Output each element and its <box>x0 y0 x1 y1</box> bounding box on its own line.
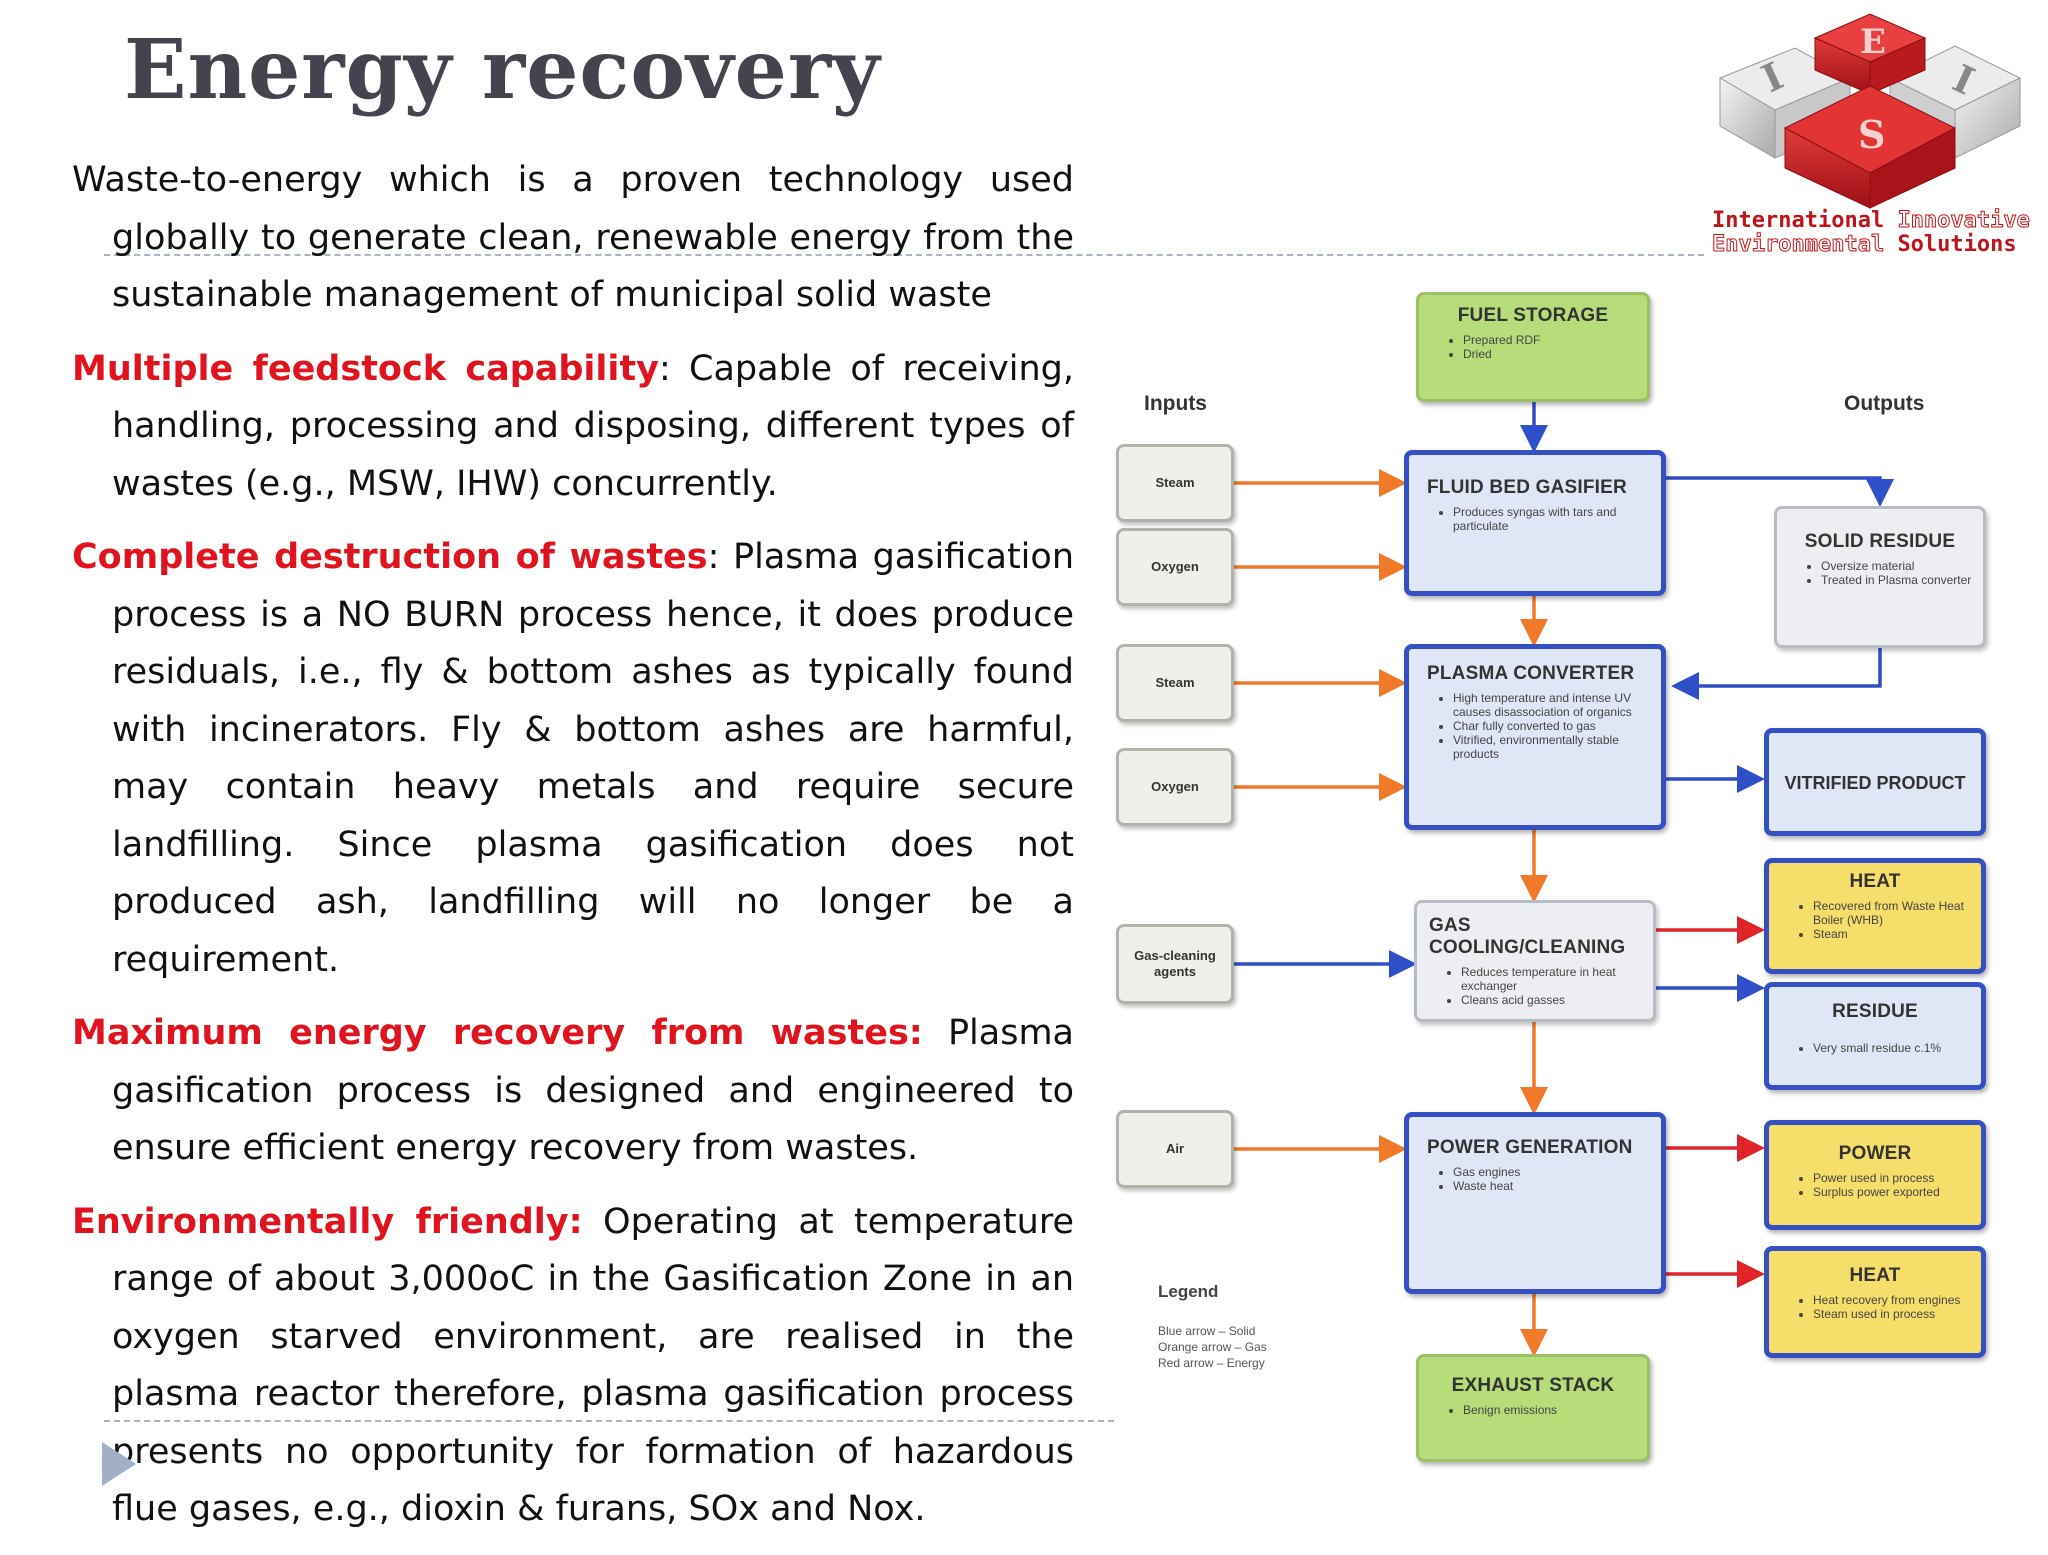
power-generation-box: POWER GENERATION Gas enginesWaste heat <box>1404 1112 1666 1294</box>
svg-text:S: S <box>1858 112 1885 157</box>
heat-output-box-2: HEAT Heat recovery from enginesSteam use… <box>1764 1246 1986 1358</box>
input-air: Air <box>1116 1110 1234 1188</box>
legend-line-gas: Orange arrow – Gas <box>1158 1340 1267 1354</box>
logo-tagline-line2: Environmental Solutions <box>1711 232 2017 258</box>
bottom-divider <box>104 1420 1114 1422</box>
power-output-box: POWER Power used in processSurplus power… <box>1764 1120 1986 1230</box>
plasma-converter-box: PLASMA CONVERTER High temperature and in… <box>1404 644 1666 830</box>
body-text: Waste-to-energy which is a proven techno… <box>72 152 1074 1555</box>
exhaust-stack-box: EXHAUST STACK Benign emissions <box>1416 1354 1650 1462</box>
paragraph-feedstock: Multiple feedstock capability: Capable o… <box>72 348 1074 504</box>
heat-output-box-1: HEAT Recovered from Waste Heat Boiler (W… <box>1764 858 1986 974</box>
gas-cooling-cleaning-box: GAS COOLING/CLEANING Reduces temperature… <box>1414 900 1656 1022</box>
outputs-label: Outputs <box>1844 392 1925 415</box>
plasma-gasification-flow-diagram: Inputs Outputs Steam Oxygen Steam Oxygen… <box>1100 278 2000 1478</box>
legend-line-solid: Blue arrow – Solid <box>1158 1324 1256 1338</box>
input-gas-cleaning-agents: Gas-cleaning agents <box>1116 924 1234 1004</box>
svg-text:E: E <box>1860 22 1886 62</box>
arrow-gasifier-to-solid-residue <box>1666 476 1894 507</box>
input-steam-1: Steam <box>1116 444 1234 522</box>
legend-title: Legend <box>1158 1282 1219 1301</box>
paragraph-destruction: Complete destruction of wastes: Plasma g… <box>72 537 1074 980</box>
arrow-solid-residue-to-converter <box>1671 648 1882 700</box>
paragraph-intro: Waste-to-energy which is a proven techno… <box>72 160 1074 315</box>
input-oxygen-2: Oxygen <box>1116 748 1234 826</box>
top-divider <box>104 254 1704 256</box>
paragraph-energy-recovery: Maximum energy recovery from wastes: Pla… <box>72 1013 1074 1168</box>
input-oxygen-1: Oxygen <box>1116 528 1234 606</box>
vitrified-product-box: VITRIFIED PRODUCT <box>1764 728 1986 836</box>
paragraph-environment: Environmentally friendly: Operating at t… <box>72 1201 1074 1530</box>
ieis-logo-icon: I E I S <box>1718 13 2022 209</box>
logo-tagline-line1: International Innovative <box>1712 208 2030 234</box>
solid-residue-box: SOLID RESIDUE Oversize materialTreated i… <box>1774 506 1986 648</box>
slide-nav-triangle-icon[interactable] <box>102 1442 136 1486</box>
residue-output-box: RESIDUE Very small residue c.1% <box>1764 982 1986 1090</box>
inputs-label: Inputs <box>1144 392 1207 415</box>
input-steam-2: Steam <box>1116 644 1234 722</box>
flow-arrows <box>1234 402 1894 1357</box>
legend-line-energy: Red arrow – Energy <box>1158 1356 1265 1370</box>
fuel-storage-box: FUEL STORAGE Prepared RDFDried <box>1416 292 1650 402</box>
slide-title: Energy recovery <box>124 22 881 118</box>
fluid-bed-gasifier-box: FLUID BED GASIFIER Produces syngas with … <box>1404 450 1666 596</box>
